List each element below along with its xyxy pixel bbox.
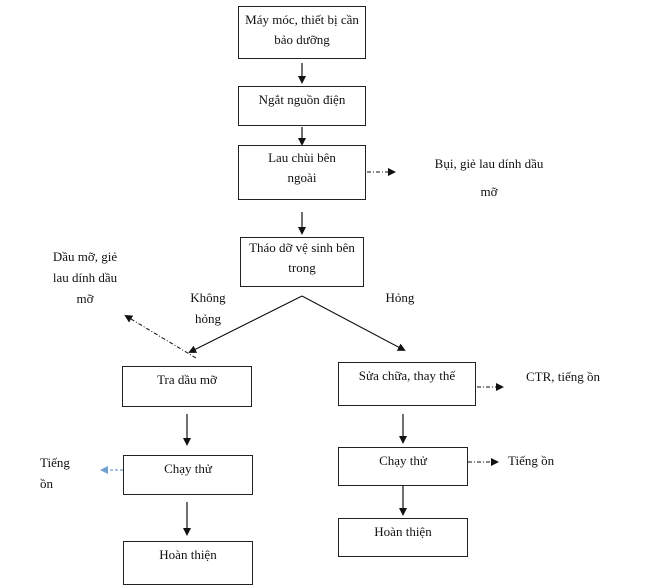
output-wipe-waste: Bụi, giẻ lau dính dầu mỡ [434, 156, 544, 199]
step-power-off-label: Ngắt nguồn điện [258, 92, 346, 107]
step-repair: Sửa chữa, thay thế [338, 362, 476, 406]
step-lubricate-label: Tra dầu mỡ [157, 372, 217, 387]
output-noise-right: Tiếng ồn [508, 453, 555, 468]
step-disassemble: Tháo dỡ vệ sinh bên trong [240, 237, 364, 287]
arrow-branch-broken [301, 295, 406, 351]
step-machines-label: Máy móc, thiết bị cần bảo dưỡng [245, 12, 359, 47]
step-test-run-left-label: Chạy thử [164, 461, 212, 476]
output-noise-left: Tiếng ồn [40, 455, 70, 491]
step-repair-label: Sửa chữa, thay thế [358, 368, 456, 383]
step-wipe-outside-label: Lau chùi bên ngoài [268, 150, 336, 185]
step-finish-right: Hoàn thiện [338, 518, 468, 557]
step-lubricate: Tra dầu mỡ [122, 366, 252, 407]
step-machines: Máy móc, thiết bị cần bảo dưỡng [238, 6, 366, 59]
step-disassemble-label: Tháo dỡ vệ sinh bên trong [249, 240, 355, 275]
step-test-run-right-label: Chạy thử [379, 453, 427, 468]
step-wipe-outside: Lau chùi bên ngoài [238, 145, 366, 200]
step-test-run-right: Chạy thử [338, 447, 468, 486]
branch-label-not-broken: Không hỏng [190, 290, 226, 326]
step-finish-left-label: Hoàn thiện [159, 547, 217, 562]
branch-label-broken: Hỏng [385, 290, 415, 305]
step-finish-left: Hoàn thiện [123, 541, 253, 585]
arrow-branch-not-broken [188, 295, 303, 353]
step-power-off: Ngắt nguồn điện [238, 86, 366, 126]
step-test-run-left: Chạy thử [123, 455, 253, 495]
output-disassemble-waste: Dầu mỡ, giẻ lau dính dầu mỡ [52, 249, 118, 306]
step-finish-right-label: Hoàn thiện [374, 524, 432, 539]
output-repair-waste: CTR, tiếng ồn [526, 369, 601, 384]
